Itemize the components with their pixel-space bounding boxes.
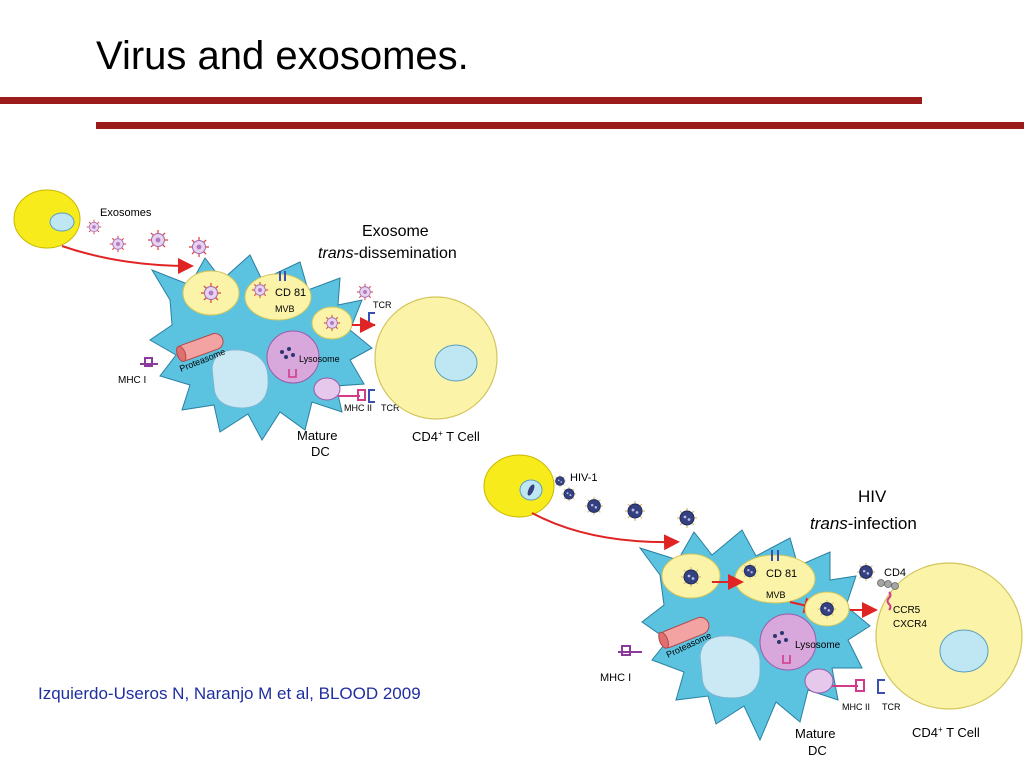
tcr-label: TCR	[882, 702, 901, 712]
dc-label-line2: DC	[808, 743, 827, 758]
cd81-marker-icon	[771, 550, 779, 561]
dc-label-line1: Mature	[795, 726, 835, 741]
hiv-particle	[584, 496, 604, 516]
heading-hiv-mechanism: trans-infection	[810, 514, 917, 533]
tcr-receptor-icon	[368, 312, 375, 403]
uptake-arrow	[531, 512, 680, 551]
lysosome	[759, 613, 817, 671]
lysosome-label: Lysosome	[795, 640, 841, 651]
mhc1-molecule-icon	[140, 357, 158, 367]
cd81-marker-icon	[279, 271, 286, 281]
t-cell-label: CD4+ T Cell	[912, 725, 980, 740]
mhc2-molecule-icon	[338, 389, 366, 401]
dc-label-line2: DC	[311, 444, 330, 459]
title-rule-top	[0, 97, 922, 104]
mhc1-molecule-icon	[618, 645, 642, 656]
proteasome	[658, 616, 710, 649]
exosome-particle	[356, 283, 374, 301]
title-rule-bottom	[96, 122, 1024, 129]
t-cell-nucleus	[939, 629, 989, 673]
heading-exosome: Exosome	[362, 223, 429, 240]
uptake-arrow	[61, 245, 194, 274]
panel-hiv: HIV-1 CD 81 MVB Lysosome Prote	[483, 454, 1023, 758]
citation: Izquierdo-Useros N, Naranjo M et al, BLO…	[38, 684, 421, 703]
ccr5-label: CCR5	[893, 605, 921, 616]
exosome-particle	[109, 235, 127, 253]
exosome-particle	[86, 219, 102, 235]
cxcr4-label: CXCR4	[893, 619, 927, 630]
mvb-label: MVB	[766, 590, 786, 600]
dc-label-line1: Mature	[297, 428, 337, 443]
mhc2-vesicle	[313, 377, 341, 401]
heading-exosome-mechanism: trans-dissemination	[318, 245, 457, 262]
hiv1-label: HIV-1	[570, 472, 598, 484]
vacuole	[699, 635, 761, 699]
slide-title: Virus and exosomes.	[96, 34, 469, 78]
hiv-particle	[856, 562, 876, 582]
mhc1-label: MHC I	[600, 672, 631, 684]
tcr-label-bottom: TCR	[381, 403, 400, 413]
hiv-particle	[553, 474, 567, 488]
hiv-particle	[561, 486, 577, 502]
proteasome	[176, 333, 224, 362]
tcr-label-top: TCR	[373, 300, 392, 310]
coreceptor-icon	[886, 591, 892, 611]
cd4-receptor-icon	[877, 579, 899, 590]
mhc2-vesicle	[804, 668, 834, 694]
mhc2-label: MHC II	[344, 403, 372, 413]
cd81-label: CD 81	[766, 568, 797, 580]
donor-cell	[13, 189, 81, 249]
panel-exosome: Exosomes CD 81 MVB Lysosome	[13, 189, 498, 459]
t-cell-label: CD4+ T Cell	[412, 429, 480, 444]
donor-cell	[483, 454, 555, 518]
donor-nucleus	[49, 212, 75, 232]
vacuole	[211, 349, 269, 409]
tcr-receptor-icon	[877, 679, 885, 694]
mvb-label: MVB	[275, 304, 295, 314]
hiv-particle	[624, 500, 646, 522]
mhc1-label: MHC I	[118, 375, 146, 386]
exosome-particle	[147, 229, 169, 251]
mhc2-molecule-icon	[832, 679, 865, 692]
cd4-label: CD4	[884, 567, 906, 579]
exosomes-label: Exosomes	[100, 207, 152, 219]
cd81-label: CD 81	[275, 287, 306, 299]
exosome-particle	[188, 236, 210, 258]
lysosome-label: Lysosome	[299, 354, 340, 364]
mhc2-label: MHC II	[842, 702, 870, 712]
t-cell-nucleus	[434, 344, 478, 382]
hiv-particle	[676, 507, 698, 529]
heading-hiv: HIV	[858, 487, 887, 506]
